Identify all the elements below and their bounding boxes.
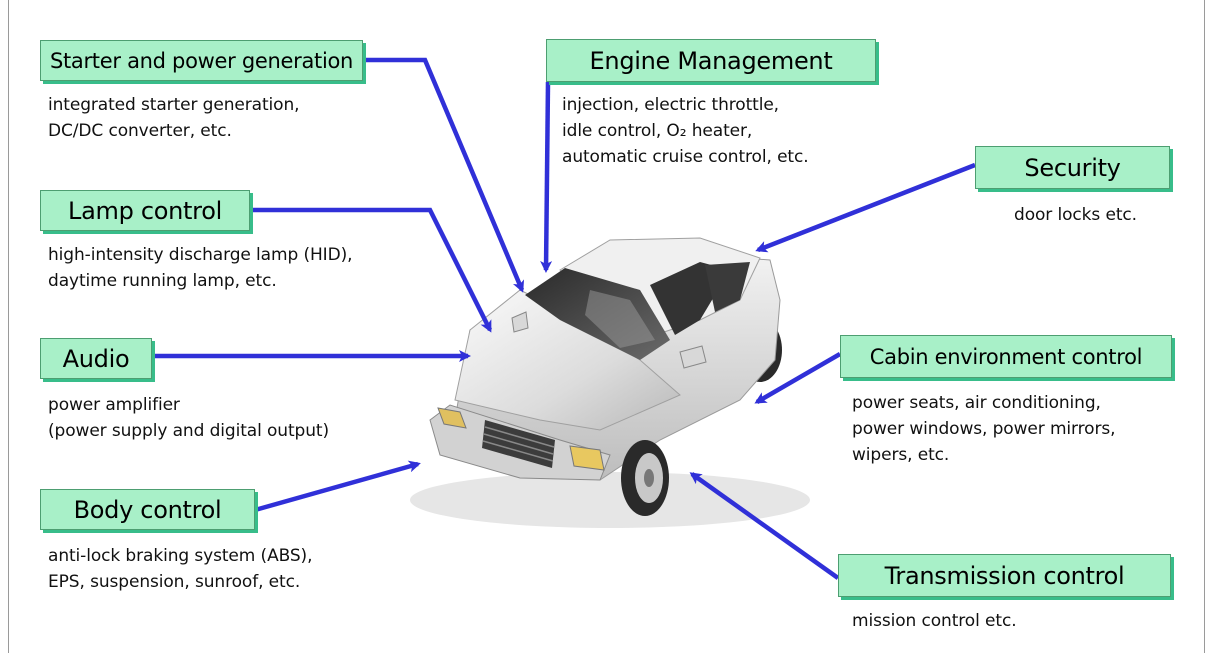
engine-line-2: idle control, O₂ heater, [562, 121, 753, 141]
cabin-line-2: power windows, power mirrors, [852, 419, 1116, 439]
starter-line-1: integrated starter generation, [48, 95, 300, 115]
arrow-lamp [250, 207, 493, 333]
engine-description: injection, electric throttle, idle contr… [562, 92, 809, 170]
car-illustration [410, 237, 810, 528]
cabin-title: Cabin environment control [840, 335, 1172, 378]
audio-description: power amplifier (power supply and digita… [48, 392, 329, 444]
starter-title: Starter and power generation [40, 40, 363, 81]
starter-description: integrated starter generation, DC/DC con… [48, 92, 300, 144]
security-description: door locks etc. [1014, 202, 1137, 228]
audio-title: Audio [40, 338, 152, 379]
arrow-transmission [689, 472, 840, 580]
body-line-2: EPS, suspension, sunroof, etc. [48, 572, 301, 592]
arrow-starter [363, 57, 525, 293]
lamp-description: high-intensity discharge lamp (HID), day… [48, 242, 353, 294]
left-headlight [437, 407, 467, 429]
transmission-title: Transmission control [838, 554, 1171, 597]
engine-title: Engine Management [546, 39, 876, 82]
engine-line-1: injection, electric throttle, [562, 95, 779, 115]
arrow-engine [540, 81, 553, 273]
transmission-description: mission control etc. [852, 608, 1017, 634]
lamp-line-2: daytime running lamp, etc. [48, 271, 277, 291]
cabin-line-3: wipers, etc. [852, 445, 950, 465]
diagram-frame [8, 0, 1205, 653]
cabin-description: power seats, air conditioning, power win… [852, 390, 1116, 468]
right-headlight [569, 445, 605, 471]
body-title: Body control [40, 489, 255, 530]
security-line-1: door locks etc. [1014, 205, 1137, 225]
audio-line-1: power amplifier [48, 395, 180, 415]
body-line-1: anti-lock braking system (ABS), [48, 546, 313, 566]
transmission-line-1: mission control etc. [852, 611, 1017, 631]
arrow-cabin [754, 352, 842, 404]
security-title: Security [975, 146, 1170, 189]
arrow-body [254, 460, 421, 513]
lamp-title: Lamp control [40, 190, 250, 231]
body-description: anti-lock braking system (ABS), EPS, sus… [48, 543, 312, 595]
cabin-line-1: power seats, air conditioning, [852, 393, 1101, 413]
audio-line-2: (power supply and digital output) [48, 421, 330, 441]
lamp-line-1: high-intensity discharge lamp (HID), [48, 245, 353, 265]
engine-line-3: automatic cruise control, etc. [562, 147, 809, 167]
starter-line-2: DC/DC converter, etc. [48, 121, 232, 141]
arrow-security [755, 162, 976, 253]
